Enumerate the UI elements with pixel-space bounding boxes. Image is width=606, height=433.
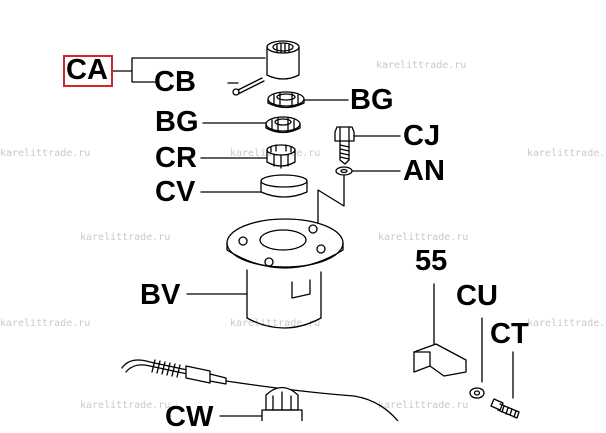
watermark: karelittrade.ru: [0, 148, 91, 159]
leader-line-ca: [111, 57, 266, 83]
watermark: karelittrade.ru: [80, 400, 171, 411]
bushing-part-ca: [266, 40, 300, 80]
watermark: karelittrade.ru: [378, 232, 469, 243]
bearing-part-bg-top: [267, 91, 305, 109]
label-cb[interactable]: CB: [154, 66, 196, 98]
bearing-part-bg-lower: [265, 116, 301, 134]
knob-part-cw: [261, 386, 303, 421]
label-an[interactable]: AN: [403, 155, 445, 187]
cable-part: [121, 359, 399, 421]
label-ca[interactable]: CA: [66, 54, 108, 86]
highlight-box-ca: [63, 55, 113, 87]
watermark: karelittrade.ru: [378, 400, 469, 411]
label-bv[interactable]: BV: [140, 279, 181, 311]
watermark: karelittrade.ru: [230, 318, 321, 329]
connector-line: [317, 175, 345, 227]
castle-nut-part-cr: [266, 144, 296, 169]
bracket-part-55: [413, 283, 467, 377]
label-cr[interactable]: CR: [155, 142, 197, 174]
housing-part-bv: [226, 218, 344, 329]
screw-part-ct: [490, 398, 520, 419]
watermark: karelittrade.ru: [0, 318, 91, 329]
label-cj[interactable]: CJ: [403, 120, 441, 152]
label-bg-left[interactable]: BG: [155, 106, 199, 138]
bolt-part-cj: [334, 126, 355, 165]
drawing-canvas: [111, 40, 520, 421]
watermark: karelittrade.ru: [80, 232, 171, 243]
washer-part-an: [335, 166, 353, 176]
label-cw[interactable]: CW: [165, 401, 214, 433]
ring-part-cv: [260, 174, 308, 198]
watermark: karelittrade.ru: [527, 148, 606, 159]
label-cu[interactable]: CU: [456, 280, 498, 312]
parts-diagram: karelittrade.ru karelittrade.ru karelitt…: [0, 40, 606, 432]
label-ct[interactable]: CT: [490, 318, 529, 350]
label-bg-top[interactable]: BG: [350, 84, 394, 116]
label-55[interactable]: 55: [415, 245, 448, 277]
watermark: karelittrade.ru: [376, 60, 467, 71]
washer-part-cu: [469, 387, 485, 399]
cotter-pin-part-cb: [227, 77, 265, 96]
watermark: karelittrade.ru: [527, 318, 606, 329]
label-cv[interactable]: CV: [155, 176, 196, 208]
